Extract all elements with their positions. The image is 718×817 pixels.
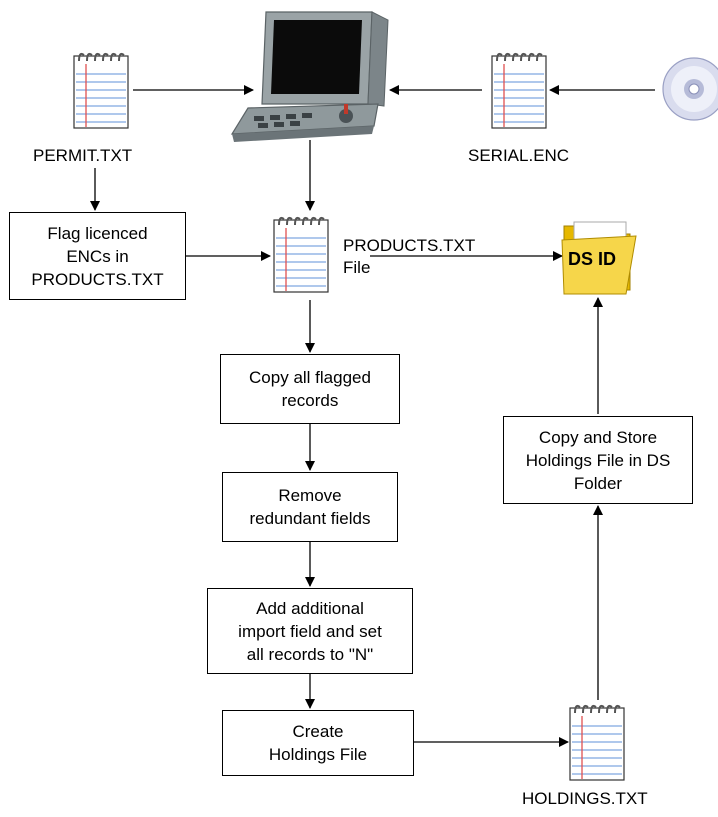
folder-icon	[561, 221, 637, 295]
add-field-box: Add additional import field and set all …	[207, 588, 413, 674]
serial-file-label: SERIAL.ENC	[468, 146, 570, 165]
cd-disc-icon	[662, 57, 718, 121]
notepad-icon	[569, 704, 625, 781]
copy-flagged-box: Copy all flagged records	[220, 354, 400, 424]
copy-store-box: Copy and Store Holdings File in DS Folde…	[503, 416, 693, 504]
computer-terminal-icon	[230, 11, 389, 142]
permit-file-label: PERMIT.TXT	[33, 146, 133, 165]
products-file-label: PRODUCTS.TXT File	[343, 236, 476, 277]
remove-fields-box: Remove redundant fields	[222, 472, 398, 542]
notepad-icon	[73, 52, 129, 129]
holdings-file-label: HOLDINGS.TXT	[522, 789, 648, 808]
notepad-icon	[491, 52, 547, 129]
folder-label: DS ID	[568, 249, 617, 269]
notepad-icon	[273, 216, 329, 293]
flag-licenced-box: Flag licenced ENCs in PRODUCTS.TXT	[9, 212, 186, 300]
create-holdings-box: Create Holdings File	[222, 710, 414, 776]
